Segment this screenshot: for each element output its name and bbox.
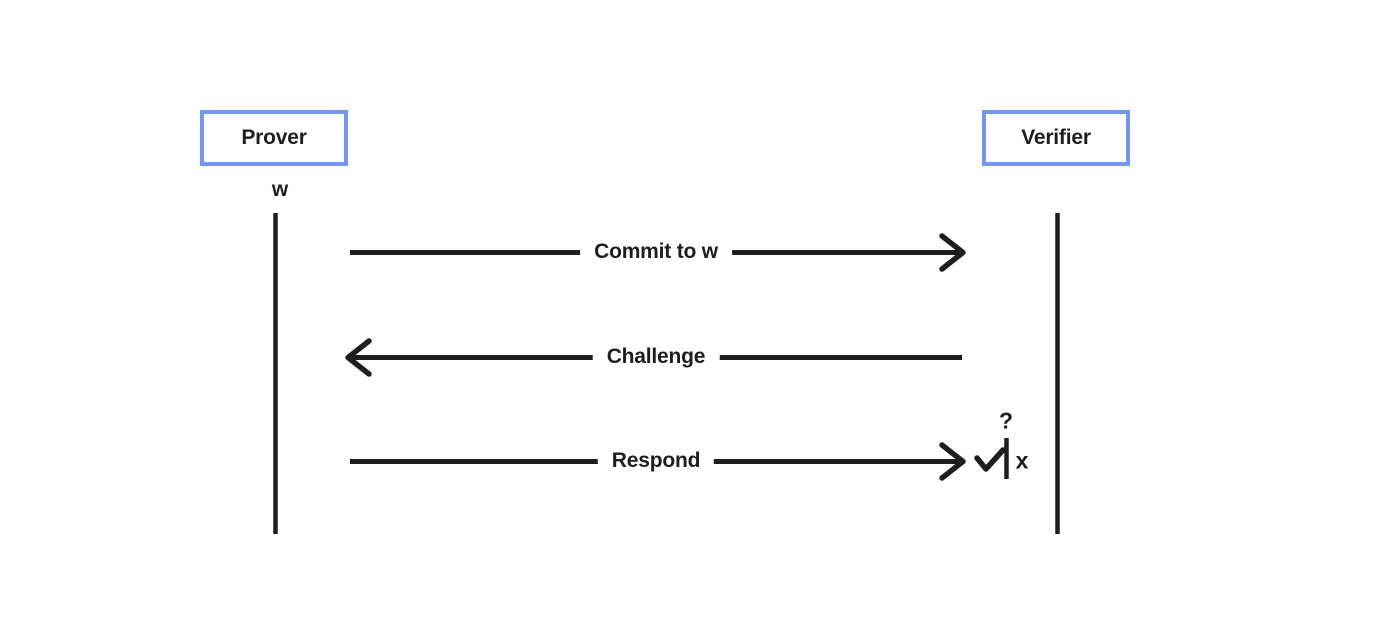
reject-x-label: x [1015, 447, 1029, 474]
arrow-right-icon [939, 442, 966, 481]
message-label-challenge: Challenge [592, 345, 720, 369]
verifier-actor-box: Verifier [982, 110, 1130, 166]
message-label-commit: Commit to w [580, 240, 732, 264]
prover-label: Prover [241, 126, 307, 149]
arrow-left-icon [345, 338, 372, 377]
prover-actor-box: Prover [200, 110, 348, 166]
arrow-right-icon [939, 233, 966, 272]
check-icon [974, 447, 1006, 472]
question-mark-label: ? [998, 407, 1014, 434]
message-label-respond: Respond [597, 449, 715, 473]
verifier-label: Verifier [1021, 126, 1091, 149]
witness-annotation: w [271, 178, 289, 201]
